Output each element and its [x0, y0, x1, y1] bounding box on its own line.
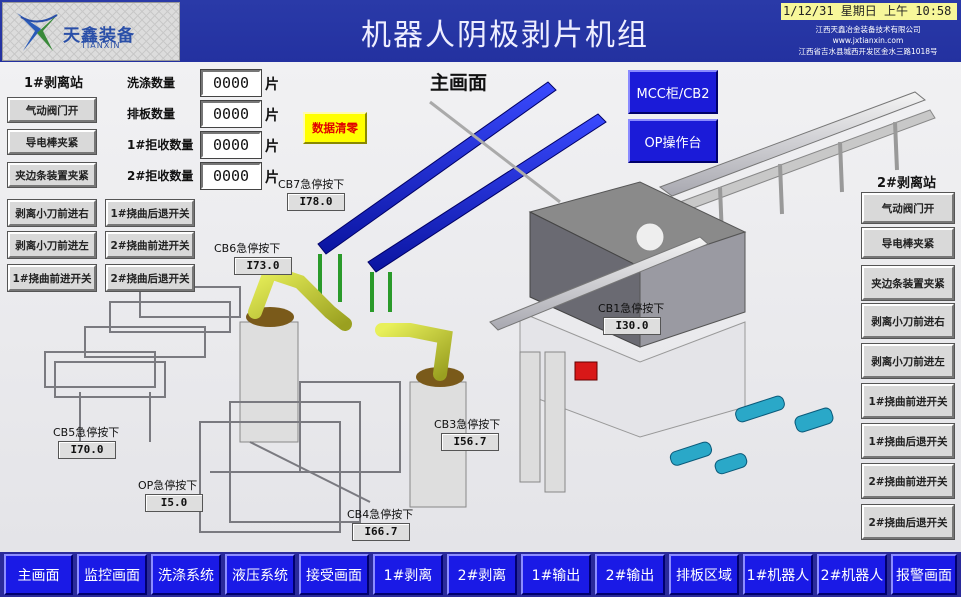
cb7-estop-address: I78.0	[287, 193, 345, 211]
company-address: 江西省吉水县城西开发区金水三路1018号	[798, 47, 938, 56]
machine-illustration	[44, 81, 936, 533]
wash-count-label: 洗涤数量	[127, 76, 176, 90]
station2-flex2-back-button[interactable]: 2#挠曲后退开关	[862, 505, 954, 539]
nav-robot2[interactable]: 2#机器人	[817, 554, 887, 595]
station2-pneumatic-valve-button[interactable]: 气动阀门开	[862, 193, 954, 223]
pumps	[669, 395, 834, 475]
cb4-estop-address: I66.7	[352, 523, 410, 541]
app-title: 机器人阴极剥片机组	[361, 18, 649, 53]
bottom-nav: 主画面 监控画面 洗涤系统 液压系统 接受画面 1#剥离 2#剥离 1#输出 2…	[0, 552, 961, 597]
cb1-estop-label: CB1急停按下	[598, 302, 665, 315]
reject2-count-value: 0000	[201, 163, 261, 189]
clear-data-button[interactable]: 数据清零	[303, 112, 367, 144]
op-console-button[interactable]: OP操作台	[628, 119, 718, 163]
wash-count-value: 0000	[201, 70, 261, 96]
main-panel: 主画面 1#剥离站 气动阀门开 导电棒夹紧 夹边条装置夹紧 剥离小刀前进右 剥离…	[0, 62, 961, 552]
stripping-machine	[519, 181, 747, 438]
op-estop-label: OP急停按下	[138, 479, 198, 492]
reject1-count-label: 1#拒收数量	[127, 138, 194, 152]
reject2-count-label: 2#拒收数量	[127, 169, 194, 183]
station2-knife-left-button[interactable]: 剥离小刀前进左	[862, 344, 954, 378]
station1-flex1-forward-button[interactable]: 1#挠曲前进开关	[8, 265, 96, 291]
company-name: 江西天鑫冶金装备技术有限公司	[815, 25, 921, 34]
station1-pneumatic-valve-button[interactable]: 气动阀门开	[8, 98, 96, 122]
robot-1	[239, 263, 352, 443]
reject1-count-value: 0000	[201, 132, 261, 158]
nav-main[interactable]: 主画面	[4, 554, 73, 595]
output-conveyor	[489, 236, 709, 493]
nav-alarm[interactable]: 报警画面	[891, 554, 957, 595]
gantry-conveyors	[317, 81, 607, 312]
station1-knife-right-button[interactable]: 剥离小刀前进右	[8, 200, 96, 226]
company-info: 江西天鑫冶金装备技术有限公司 www.jxtianxin.com 江西省吉水县城…	[778, 24, 958, 57]
station1-flex1-back-button[interactable]: 1#挠曲后退开关	[106, 200, 194, 226]
logo-icon	[17, 13, 59, 51]
company-logo: 天鑫装备 TIANXIN	[2, 2, 180, 61]
mcc-cabinet-button[interactable]: MCC柜/CB2	[628, 70, 718, 114]
plate-racks	[44, 286, 401, 533]
nav-strip2[interactable]: 2#剥离	[447, 554, 517, 595]
station2-conductor-clamp-button[interactable]: 导电棒夹紧	[862, 228, 954, 258]
op-estop-address: I5.0	[145, 494, 203, 512]
station1-flex2-back-button[interactable]: 2#挠曲后退开关	[106, 265, 194, 291]
page-title: 主画面	[430, 72, 488, 94]
company-website: www.jxtianxin.com	[832, 36, 904, 45]
nav-output2[interactable]: 2#输出	[595, 554, 665, 595]
cb4-estop-label: CB4急停按下	[347, 508, 414, 521]
header-bar: 天鑫装备 TIANXIN 机器人阴极剥片机组 1/12/31 星期日 上午 10…	[0, 0, 961, 62]
cb5-estop-address: I70.0	[58, 441, 116, 459]
nav-receive[interactable]: 接受画面	[299, 554, 369, 595]
cb7-estop-label: CB7急停按下	[278, 178, 345, 191]
nav-robot1[interactable]: 1#机器人	[743, 554, 813, 595]
cb6-estop-address: I73.0	[234, 257, 292, 275]
cb5-estop-label: CB5急停按下	[53, 426, 120, 439]
cb6-estop-label: CB6急停按下	[214, 242, 281, 255]
station1-title: 1#剥离站	[24, 76, 83, 91]
nav-strip1[interactable]: 1#剥离	[373, 554, 443, 595]
station2-knife-right-button[interactable]: 剥离小刀前进右	[862, 304, 954, 338]
station2-flex1-back-button[interactable]: 1#挠曲后退开关	[862, 424, 954, 458]
station1-knife-left-button[interactable]: 剥离小刀前进左	[8, 232, 96, 258]
logo-subtext: TIANXIN	[81, 41, 121, 50]
nav-hydraulic[interactable]: 液压系统	[225, 554, 295, 595]
station1-flex2-forward-button[interactable]: 2#挠曲前进开关	[106, 232, 194, 258]
wash-count-unit: 片	[265, 77, 279, 93]
station1-conductor-clamp-button[interactable]: 导电棒夹紧	[8, 130, 96, 154]
logo-text: 天鑫装备	[63, 26, 135, 45]
station2-flex2-forward-button[interactable]: 2#挠曲前进开关	[862, 464, 954, 498]
cb3-estop-label: CB3急停按下	[434, 418, 501, 431]
station2-title: 2#剥离站	[877, 176, 936, 191]
plate-count-unit: 片	[265, 108, 279, 124]
nav-washing[interactable]: 洗涤系统	[151, 554, 221, 595]
plate-count-value: 0000	[201, 101, 261, 127]
datetime-display: 1/12/31 星期日 上午 10:58	[781, 3, 957, 20]
cb1-estop-address: I30.0	[603, 317, 661, 335]
station2-flex1-forward-button[interactable]: 1#挠曲前进开关	[862, 384, 954, 418]
reject2-count-unit: 片	[265, 170, 279, 186]
station1-edge-clamp-button[interactable]: 夹边条装置夹紧	[8, 163, 96, 187]
cb3-estop-address: I56.7	[441, 433, 499, 451]
reject1-count-unit: 片	[265, 139, 279, 155]
nav-monitor[interactable]: 监控画面	[77, 554, 147, 595]
nav-output1[interactable]: 1#输出	[521, 554, 591, 595]
nav-plate-area[interactable]: 排板区域	[669, 554, 739, 595]
plate-count-label: 排板数量	[127, 107, 176, 121]
station2-edge-clamp-button[interactable]: 夹边条装置夹紧	[862, 266, 954, 300]
